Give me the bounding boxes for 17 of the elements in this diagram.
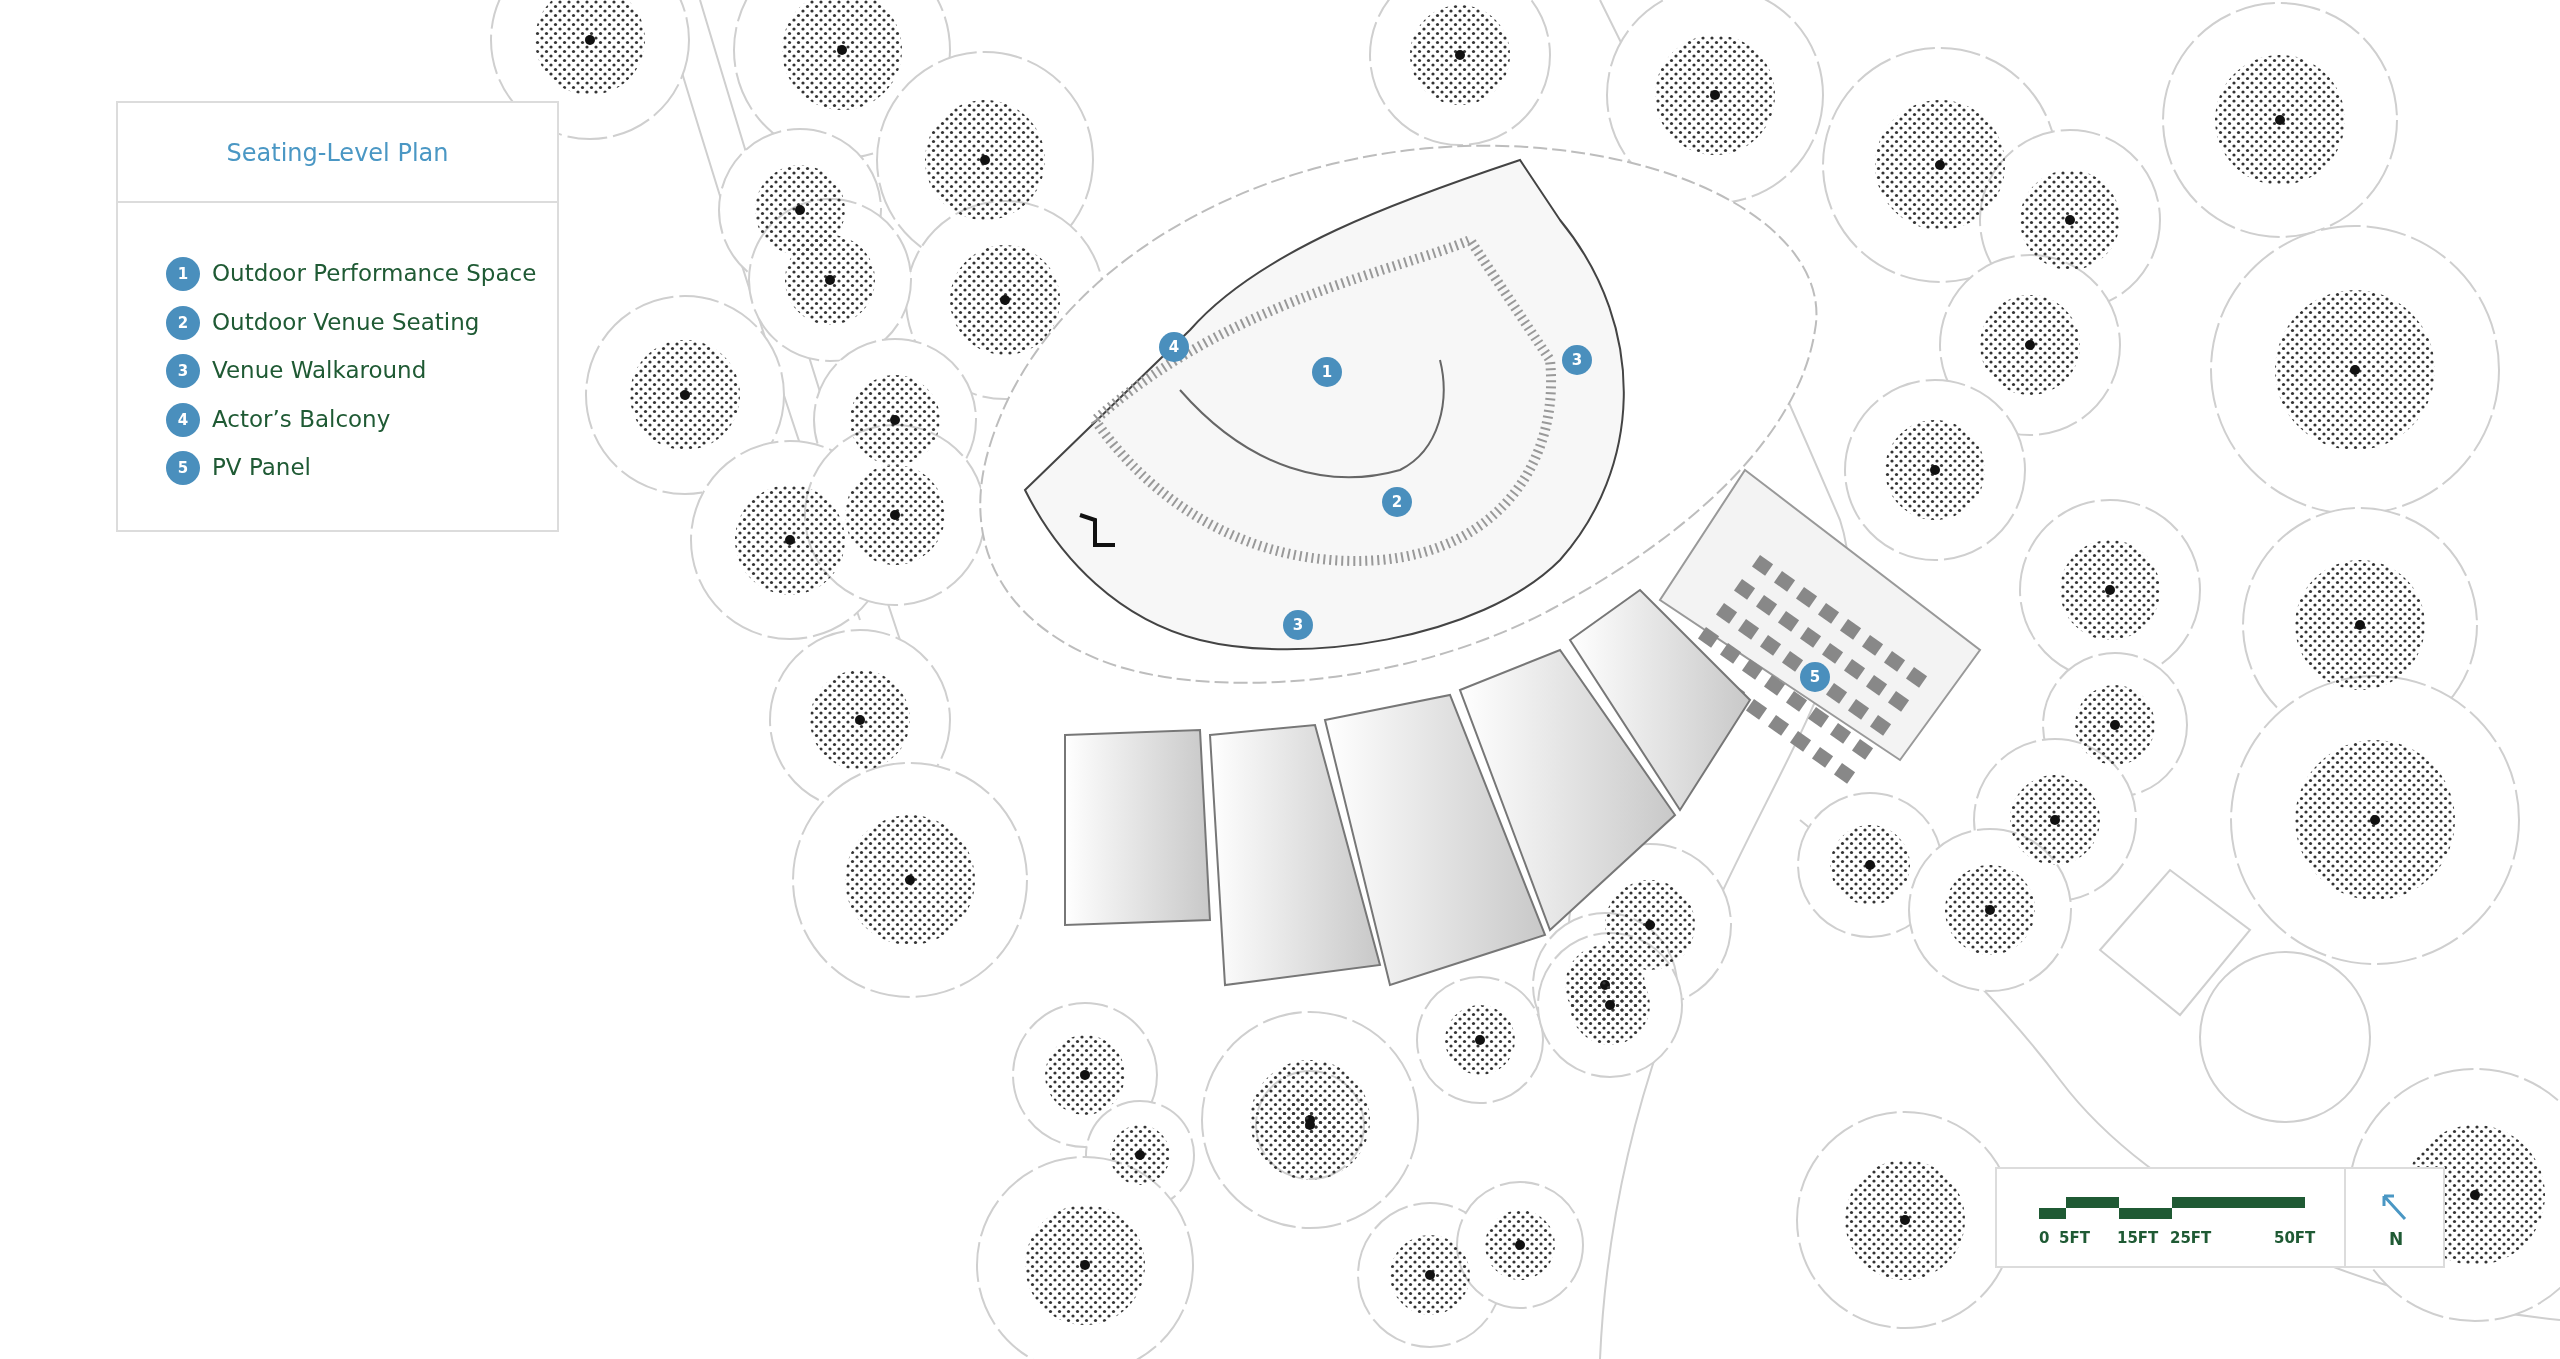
scale-label: 15FT	[2117, 1229, 2159, 1247]
scale-label: 5FT	[2059, 1229, 2090, 1247]
callout-number: 5	[166, 451, 200, 485]
legend-title: Seating-Level Plan	[225, 139, 450, 167]
callout-number: 2	[166, 306, 200, 340]
north-label: N	[2389, 1229, 2404, 1249]
callout-number: 1	[166, 257, 200, 291]
key-label: Actor’s Balcony	[212, 406, 391, 432]
key-label: Venue Walkaround	[212, 357, 427, 383]
key-label: PV Panel	[212, 454, 311, 480]
scale-label: 0	[2039, 1229, 2050, 1247]
callout-number: 4	[166, 403, 200, 437]
scale-label: 50FT	[2274, 1229, 2316, 1247]
scale-label: 25FT	[2170, 1229, 2212, 1247]
callout-number: 3	[166, 354, 200, 388]
key-label: Outdoor Performance Space	[212, 260, 537, 286]
key-label: Outdoor Venue Seating	[212, 309, 480, 335]
